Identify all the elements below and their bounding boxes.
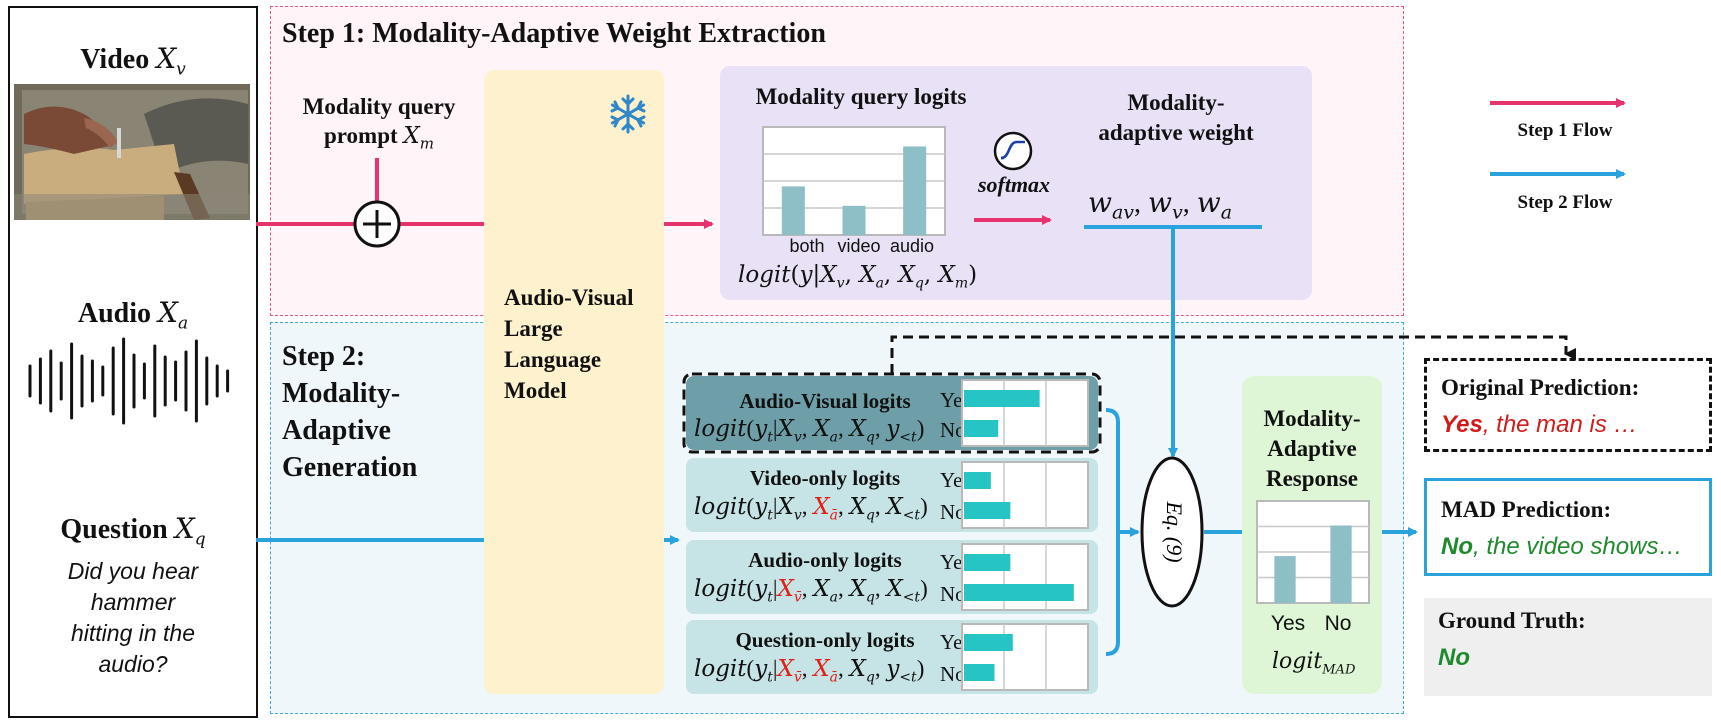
llm-label-line-2: Large — [504, 316, 563, 341]
original-prediction-title: Original Prediction: — [1441, 375, 1640, 400]
step1-title: Step 1: Modality-Adaptive Weight Extract… — [282, 18, 826, 49]
chart-bar-audio — [903, 146, 927, 235]
audio-var: Xa — [158, 296, 189, 334]
llm-label-text: Audio-Visual Large Language Model — [504, 282, 634, 406]
panel-bar-yes — [964, 390, 1040, 407]
modality-adaptive-weight-title: Modality- adaptive weight — [1068, 88, 1284, 148]
prompt-label-line-2: prompt Xm — [290, 121, 468, 159]
prompt-var: Xm — [403, 123, 435, 153]
question-var: Xq — [174, 512, 206, 550]
question-line-4: audio? — [98, 651, 168, 677]
mad-prediction-answer: No — [1441, 533, 1473, 560]
original-prediction-answer: Yes — [1441, 411, 1483, 438]
video-only-logits-formula: logit(yt|Xv, Xā, Xq, X<t) — [694, 494, 928, 524]
audio-only-logits-formula: logit(yt|Xv̄, Xa, Xq, X<t) — [694, 576, 928, 606]
llm-label-line-1: Audio-Visual — [504, 285, 634, 310]
video-var: Xv — [156, 42, 186, 80]
panel-bar-yes — [964, 634, 1013, 651]
response-title-line-1: Modality- — [1263, 406, 1361, 431]
panel-bar-no — [964, 584, 1074, 601]
panel-bar-no — [964, 502, 1011, 519]
sigmoid-icon — [993, 131, 1033, 171]
original-prediction-text: Yes, the man is … — [1441, 411, 1638, 439]
ground-truth-box: Ground Truth: No — [1424, 598, 1712, 696]
audio-waveform-icon — [28, 337, 230, 425]
chart-bar-both — [781, 186, 805, 235]
mad-prediction-box: MAD Prediction: No, the video shows… — [1424, 478, 1712, 576]
mad-response-chart — [1256, 500, 1370, 604]
panel-bar-yes — [964, 554, 1011, 571]
modality-query-prompt-label: Modality query prompt Xm — [290, 92, 468, 159]
video-label: Video Xv — [8, 42, 258, 80]
ground-truth-answer: No — [1438, 644, 1470, 671]
modality-query-logits-chart — [762, 126, 946, 236]
question-line-3: hitting in the — [70, 620, 196, 646]
query-category-audio: audio — [889, 236, 935, 256]
legend-step2-label: Step 2 Flow — [1517, 192, 1613, 213]
llm-box — [484, 70, 664, 694]
ground-truth-title: Ground Truth: — [1438, 608, 1586, 633]
response-title: Modality- Adaptive Response — [1242, 404, 1382, 494]
mad-prediction-text: No, the video shows… — [1441, 533, 1682, 561]
video-frame-image — [14, 84, 250, 220]
original-prediction-rest: , the man is … — [1482, 411, 1638, 438]
mad-response-formula: logitMAD — [1272, 649, 1356, 678]
legend-step1-label: Step 1 Flow — [1517, 120, 1613, 141]
step2-title-line-2: Modality- — [282, 378, 401, 409]
audio-label-text: Audio — [77, 298, 152, 329]
video-only-logits-title: Video-only logits — [749, 466, 901, 490]
prompt-label-word: prompt — [323, 123, 398, 148]
panel-bar-no — [964, 420, 999, 437]
query-category-video: video — [837, 236, 881, 256]
step2-title-line-4: Generation — [282, 452, 418, 483]
question-line-2: hammer — [90, 589, 176, 615]
llm-label-line-4: Model — [504, 378, 567, 403]
original-prediction-box: Original Prediction: Yes, the man is … — [1424, 358, 1712, 452]
question-label-text: Question — [60, 514, 168, 545]
panel-bar-yes — [964, 472, 991, 489]
question-line-1: Did you hear — [67, 558, 199, 584]
chart-bar-yes — [1274, 556, 1296, 603]
chart-bar-no — [1330, 525, 1352, 603]
modality-adaptive-weights: wav, wv, wa — [1088, 186, 1233, 224]
question-only-logits-formula: logit(yt|Xv̄, Xā, Xq, y<t) — [694, 656, 925, 686]
step2-title-line-1: Step 2: — [282, 341, 366, 372]
snowflake-icon — [610, 94, 646, 134]
mad-prediction-title: MAD Prediction: — [1441, 497, 1612, 522]
modality-query-logits-formula: logit(y|Xv, Xa, Xq, Xm) — [738, 262, 978, 292]
audio-label: Audio Xa — [8, 296, 258, 334]
mad-prediction-rest: , the video shows… — [1473, 533, 1683, 560]
video-label-text: Video — [80, 44, 150, 75]
step2-title-line-3: Adaptive — [282, 415, 391, 446]
question-text: Did you hear hammer hitting in the audio… — [8, 556, 258, 680]
question-only-logits-title: Question-only logits — [735, 628, 915, 652]
step2-title: Step 2: Modality- Adaptive Generation — [282, 338, 417, 486]
chart-bar-video — [842, 205, 866, 235]
mad-category-yes: Yes — [1270, 612, 1306, 635]
mad-category-no: No — [1324, 612, 1352, 635]
prompt-label-line-1: Modality query — [302, 94, 456, 119]
question-label: Question Xq — [8, 512, 258, 550]
weight-title-line-2: adaptive weight — [1098, 120, 1254, 145]
response-title-line-3: Response — [1265, 466, 1358, 491]
audio-only-logits-title: Audio-only logits — [748, 548, 902, 572]
query-category-both: both — [789, 236, 825, 256]
panel-bar-no — [964, 664, 995, 681]
weight-title-line-1: Modality- — [1127, 90, 1225, 115]
llm-label-line-3: Language — [504, 347, 602, 372]
softmax-label: softmax — [977, 172, 1051, 197]
modality-query-logits-title: Modality query logits — [755, 84, 967, 109]
response-title-line-2: Adaptive — [1267, 436, 1357, 461]
